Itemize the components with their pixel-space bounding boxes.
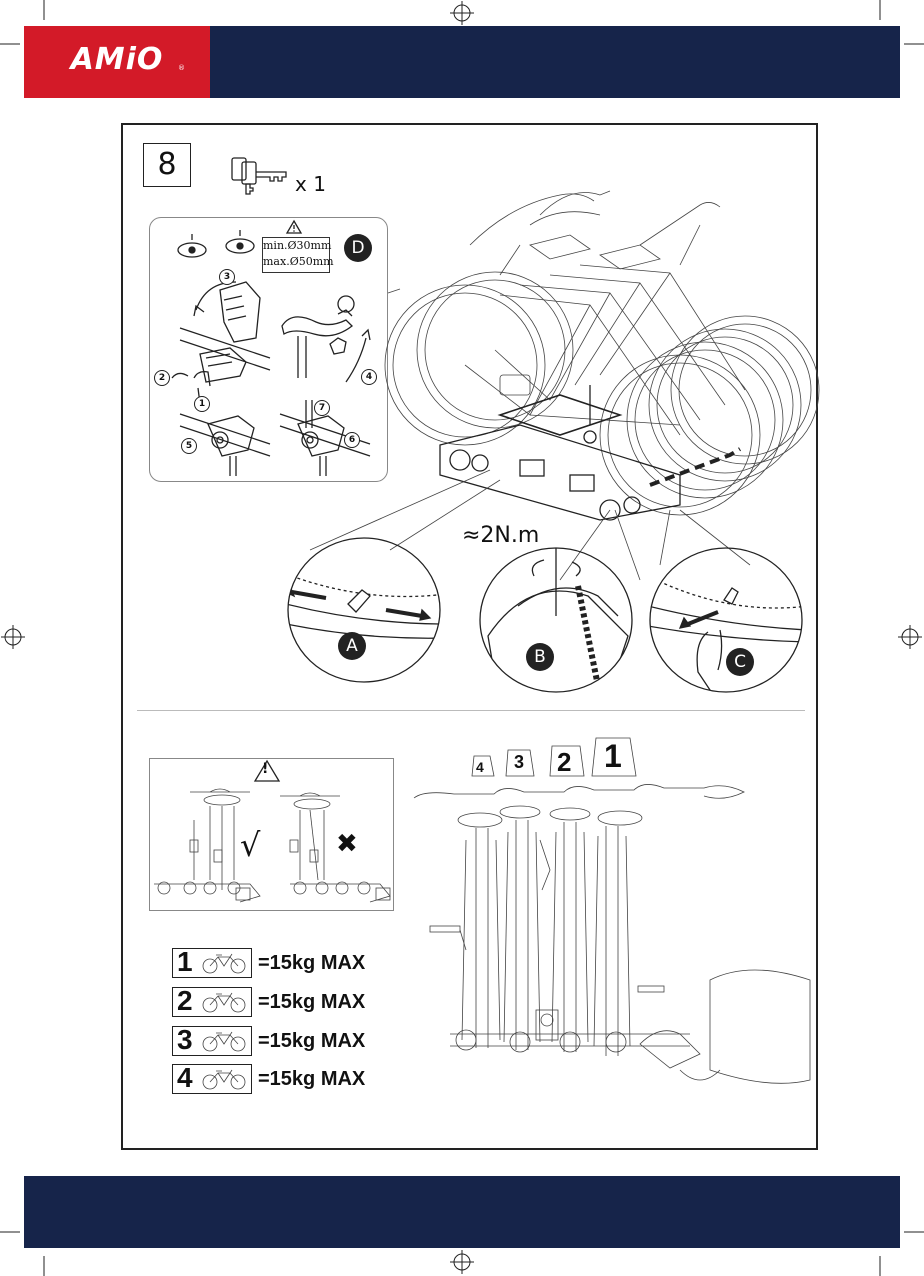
torque-spec: ≈2N.m bbox=[462, 523, 539, 548]
rear-view-illustration bbox=[410, 780, 810, 1100]
detail-label-a: A bbox=[338, 632, 366, 660]
bicycle-icon bbox=[200, 1030, 248, 1052]
load-limit-row-4: 4 =15kg MAX bbox=[172, 1064, 397, 1094]
load-limit-text: =15kg MAX bbox=[258, 1030, 365, 1053]
bicycle-icon bbox=[200, 952, 248, 974]
load-position-number: 2 bbox=[177, 985, 193, 1017]
detail-c-strap-pull bbox=[648, 546, 804, 696]
section-divider bbox=[137, 710, 805, 711]
position-label-1: 1 bbox=[604, 738, 622, 775]
bicycle-icon bbox=[200, 991, 248, 1013]
load-limit-row-3: 3 =15kg MAX bbox=[172, 1026, 397, 1056]
position-label-3: 3 bbox=[514, 752, 524, 773]
position-label-4: 4 bbox=[476, 759, 484, 775]
load-limit-text: =15kg MAX bbox=[258, 991, 365, 1014]
detail-label-c: C bbox=[726, 648, 754, 676]
correct-mark: √ bbox=[240, 826, 260, 864]
load-position-number: 4 bbox=[177, 1062, 193, 1094]
step-2-marker: 2 bbox=[154, 370, 170, 386]
load-limit-text: =15kg MAX bbox=[258, 952, 365, 975]
footer-bar bbox=[24, 1176, 900, 1248]
detail-label-b: B bbox=[526, 643, 554, 671]
wrong-mark: ✖ bbox=[336, 829, 358, 859]
step-5-marker: 5 bbox=[181, 438, 197, 454]
keys-quantity: x 1 bbox=[295, 172, 326, 196]
position-label-2: 2 bbox=[557, 747, 571, 778]
load-position-number: 1 bbox=[177, 946, 193, 978]
step-4-marker: 4 bbox=[361, 369, 377, 385]
detail-a-strap-release bbox=[286, 534, 446, 684]
load-limit-row-1: 1 =15kg MAX bbox=[172, 948, 397, 978]
warning-exclamation-text: ! bbox=[262, 761, 268, 777]
detail-b-screw-tighten bbox=[478, 546, 634, 696]
bicycle-icon bbox=[200, 1068, 248, 1090]
step-1-marker: 1 bbox=[194, 396, 210, 412]
load-position-number: 3 bbox=[177, 1024, 193, 1056]
load-limit-text: =15kg MAX bbox=[258, 1068, 365, 1091]
load-limit-row-2: 2 =15kg MAX bbox=[172, 987, 397, 1017]
step-3-marker: 3 bbox=[219, 269, 235, 285]
step-number: 8 bbox=[143, 143, 191, 187]
keys-icon bbox=[228, 154, 292, 196]
